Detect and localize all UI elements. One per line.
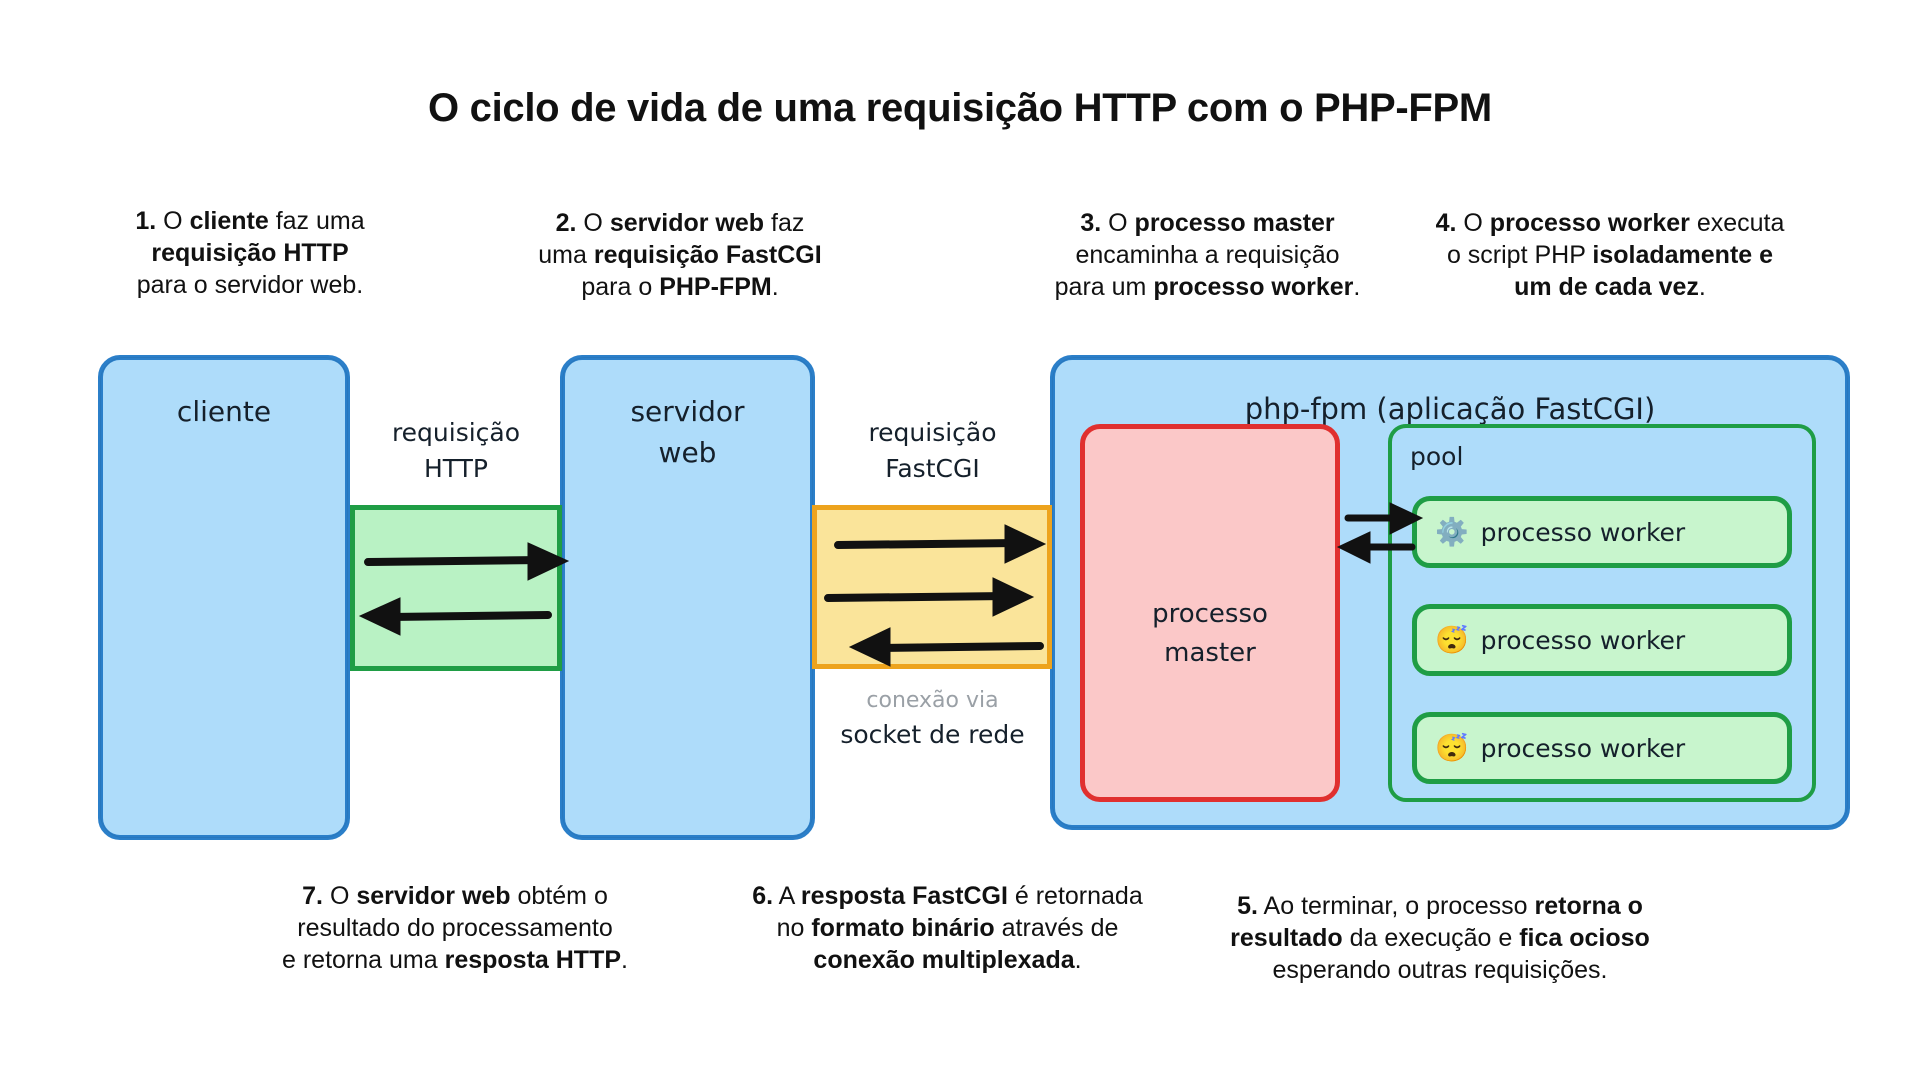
box-processo-master-label: processo master: [1152, 599, 1268, 668]
sleeping-face-icon: 😴: [1435, 732, 1469, 763]
box-servidor-web-label: servidor web: [630, 395, 745, 469]
box-pool[interactable]: pool: [1388, 424, 1816, 802]
box-processo-master[interactable]: processo master: [1080, 424, 1340, 802]
box-php-fpm-label: php-fpm (aplicação FastCGI): [1244, 392, 1656, 426]
channel-fastcgi-label: requisição FastCGI: [868, 418, 997, 484]
worker-process-2[interactable]: 😴 processo worker: [1412, 604, 1792, 676]
sleeping-face-icon: 😴: [1435, 624, 1469, 655]
channel-http-label: requisição HTTP: [391, 418, 521, 484]
box-cliente-label: cliente: [176, 395, 272, 428]
socket-connection-note: conexão via socket de rede: [800, 686, 1065, 752]
page-title: O ciclo de vida de uma requisição HTTP c…: [428, 86, 1492, 130]
gear-icon: ⚙️: [1435, 516, 1469, 547]
channel-http: [350, 505, 562, 671]
worker-process-1[interactable]: ⚙️ processo worker: [1412, 496, 1792, 568]
box-pool-label: pool: [1410, 442, 1464, 471]
box-servidor-web[interactable]: servidor web: [560, 355, 815, 840]
socket-note-line1: conexão via: [866, 688, 999, 713]
worker-process-3[interactable]: 😴 processo worker: [1412, 712, 1792, 784]
worker-process-1-label: processo worker: [1480, 517, 1686, 547]
worker-process-3-label: processo worker: [1480, 733, 1686, 763]
box-cliente[interactable]: cliente: [98, 355, 350, 840]
channel-fastcgi: [812, 505, 1052, 669]
worker-process-2-label: processo worker: [1480, 625, 1686, 655]
socket-note-line2: socket de rede: [840, 719, 1025, 749]
